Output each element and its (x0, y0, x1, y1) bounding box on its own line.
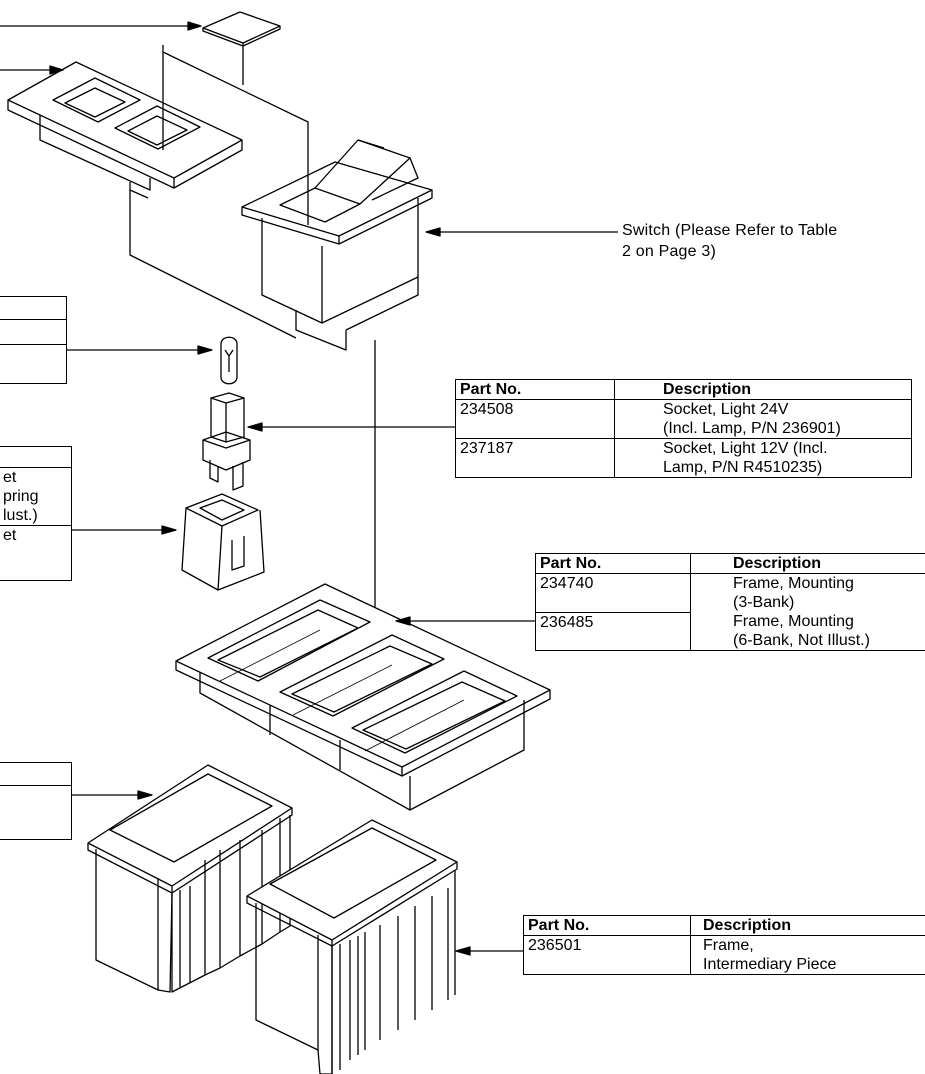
description-header: Description (614, 379, 912, 400)
lens-cap-part (202, 11, 281, 47)
fragment-line: et (3, 527, 17, 544)
part-number: 234740 (540, 575, 594, 592)
part-no-header: Part No. (523, 915, 691, 936)
mounting-frame-parts-table: Part No. Description 234740 Frame, Mount… (535, 553, 925, 651)
intermediary-frame-parts-table: Part No. Description 236501 Frame, Interm… (523, 915, 925, 975)
part-number: 236501 (528, 937, 582, 954)
description-header: Description (690, 553, 925, 574)
mounting-frame-part (175, 583, 551, 811)
description-line: (Incl. Lamp, P/N 236901) (663, 420, 841, 437)
socket-parts-table: Part No. Description 234508 Socket, Ligh… (455, 379, 912, 478)
intermediary-frame-part-1 (87, 764, 293, 993)
description-line: Socket, Light 24V (663, 401, 789, 418)
part-no-header: Part No. (535, 553, 691, 574)
left-cropped-table-2: et pring lust.) et (0, 446, 72, 581)
bezel-part (7, 61, 243, 199)
description-line: (6-Bank, Not Illust.) (733, 632, 870, 649)
part-number: 234508 (460, 401, 514, 418)
intermediary-frame-part-2 (246, 819, 458, 1074)
switch-callout-line2: 2 on Page 3) (622, 243, 717, 260)
description-line: Intermediary Piece (703, 956, 837, 973)
switch-callout-line1: Switch (Please Refer to Table (622, 222, 838, 239)
part-number: 237187 (455, 438, 615, 478)
fragment-line: pring (3, 488, 39, 505)
clip-part (181, 493, 265, 591)
part-number: 236485 (535, 611, 691, 651)
left-cropped-table-1 (0, 296, 67, 384)
description-header: Description (690, 915, 925, 936)
switch-callout: Switch (Please Refer to Table 2 on Page … (622, 220, 837, 262)
description-line: Frame, Mounting (733, 575, 854, 592)
description-line: Socket, Light 12V (Incl. (663, 440, 828, 457)
fragment-line: et (3, 469, 17, 486)
socket-part (202, 392, 251, 491)
switch-part (241, 139, 433, 351)
fragment-line: lust.) (0, 506, 71, 526)
description-line: Lamp, P/N R4510235) (663, 459, 823, 476)
left-cropped-table-3 (0, 762, 72, 840)
part-no-header: Part No. (455, 379, 615, 400)
lamp-part (220, 336, 238, 385)
description-line: (3-Bank) (733, 594, 795, 611)
description-line: Frame, Mounting (733, 613, 854, 630)
description-line: Frame, (703, 937, 754, 954)
